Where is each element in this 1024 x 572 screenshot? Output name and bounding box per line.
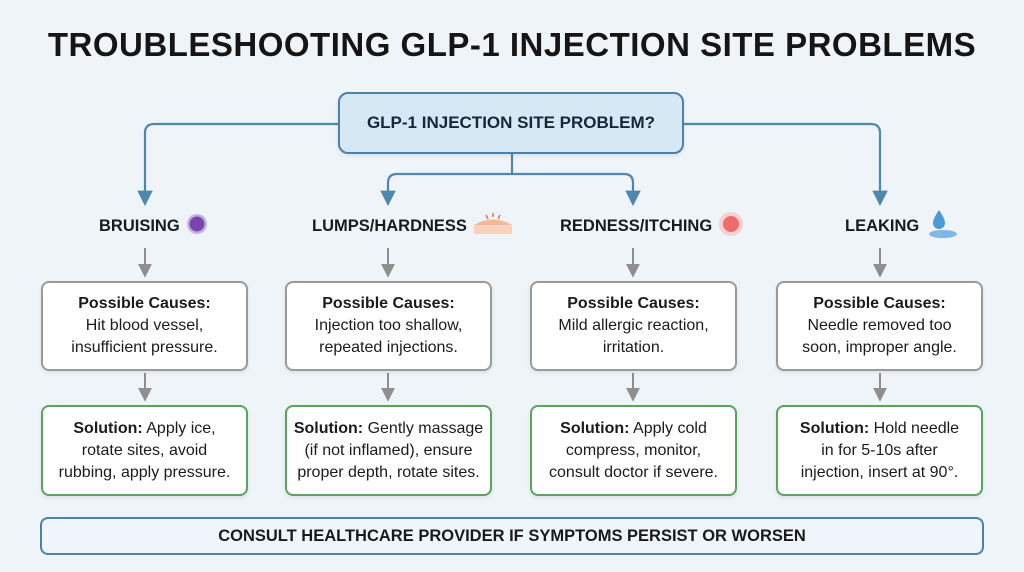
solution-line: rotate sites, avoid (81, 441, 208, 459)
category-leaking: LEAKING (845, 208, 959, 245)
solution-line: rubbing, apply pressure. (58, 463, 231, 481)
cause-line: Mild allergic reaction, (558, 317, 709, 334)
solution-line: consult doctor if severe. (549, 463, 718, 481)
category-label: REDNESS/ITCHING (560, 216, 713, 235)
consult-banner: CONSULT HEALTHCARE PROVIDER IF SYMPTOMS … (40, 517, 984, 555)
cause-heading: Possible Causes: (322, 295, 455, 312)
solution-text: Apply cold (629, 419, 707, 437)
category-bruising: BRUISING (99, 210, 208, 242)
connector-leaking (684, 122, 888, 207)
solution-line: (if not inflamed), ensure (304, 441, 473, 459)
solution-text: Hold needle (869, 419, 960, 437)
cause-card-leaking: Possible Causes: Needle removed too soon… (776, 281, 983, 371)
category-label: LEAKING (845, 216, 920, 235)
category-label: BRUISING (99, 216, 180, 235)
category-lumps: LUMPS/HARDNESS (312, 210, 513, 242)
solution-card-redness: Solution: Apply cold compress, monitor, … (530, 405, 737, 496)
solution-line: Solution: Apply ice, (73, 418, 215, 440)
cause-line: insufficient pressure. (71, 339, 218, 356)
cause-heading: Possible Causes: (813, 295, 946, 312)
cause-line: Hit blood vessel, (85, 317, 204, 334)
connector-redness (512, 172, 641, 207)
cause-card-bruising: Possible Causes: Hit blood vessel, insuf… (41, 281, 248, 371)
solution-line: injection, insert at 90°. (800, 463, 959, 481)
cause-line: irritation. (602, 339, 665, 356)
cause-card-redness: Possible Causes: Mild allergic reaction,… (530, 281, 737, 371)
solution-line: compress, monitor, (565, 441, 702, 459)
connector-bruising (137, 122, 338, 207)
solution-card-lumps: Solution: Gently massage (if not inflame… (285, 405, 492, 496)
solution-line: in for 5-10s after (821, 441, 938, 459)
solution-line: proper depth, rotate sites. (297, 463, 480, 481)
page-title: TROUBLESHOOTING GLP-1 INJECTION SITE PRO… (47, 26, 977, 63)
redness-icon (718, 211, 744, 242)
cause-line: Injection too shallow, (314, 317, 463, 334)
cause-line: repeated injections. (319, 339, 458, 356)
solution-lead: Solution: (293, 419, 364, 437)
solution-card-bruising: Solution: Apply ice, rotate sites, avoid… (41, 405, 248, 496)
bruise-icon (186, 213, 208, 240)
solution-line: Solution: Apply cold (560, 418, 707, 440)
solution-line: Solution: Hold needle (800, 418, 959, 440)
cause-card-lumps: Possible Causes: Injection too shallow, … (285, 281, 492, 371)
solution-text: Gently massage (363, 419, 484, 437)
category-label: LUMPS/HARDNESS (312, 216, 467, 235)
connector-lumps (380, 172, 512, 207)
cause-line: soon, improper angle. (802, 339, 957, 356)
cause-line: Needle removed too (807, 317, 952, 334)
solution-card-leaking: Solution: Hold needle in for 5-10s after… (776, 405, 983, 496)
solution-text: Apply ice, (142, 419, 216, 437)
lump-icon (473, 212, 513, 241)
solution-lead: Solution: (799, 419, 870, 437)
solution-lead: Solution: (73, 419, 143, 437)
droplet-icon (925, 208, 959, 245)
cause-heading: Possible Causes: (567, 295, 700, 312)
root-question-box: GLP-1 INJECTION SITE PROBLEM? (338, 92, 684, 154)
solution-line: Solution: Gently massage (294, 418, 483, 440)
cause-heading: Possible Causes: (78, 295, 211, 312)
category-redness: REDNESS/ITCHING (560, 210, 744, 242)
solution-lead: Solution: (560, 419, 630, 437)
